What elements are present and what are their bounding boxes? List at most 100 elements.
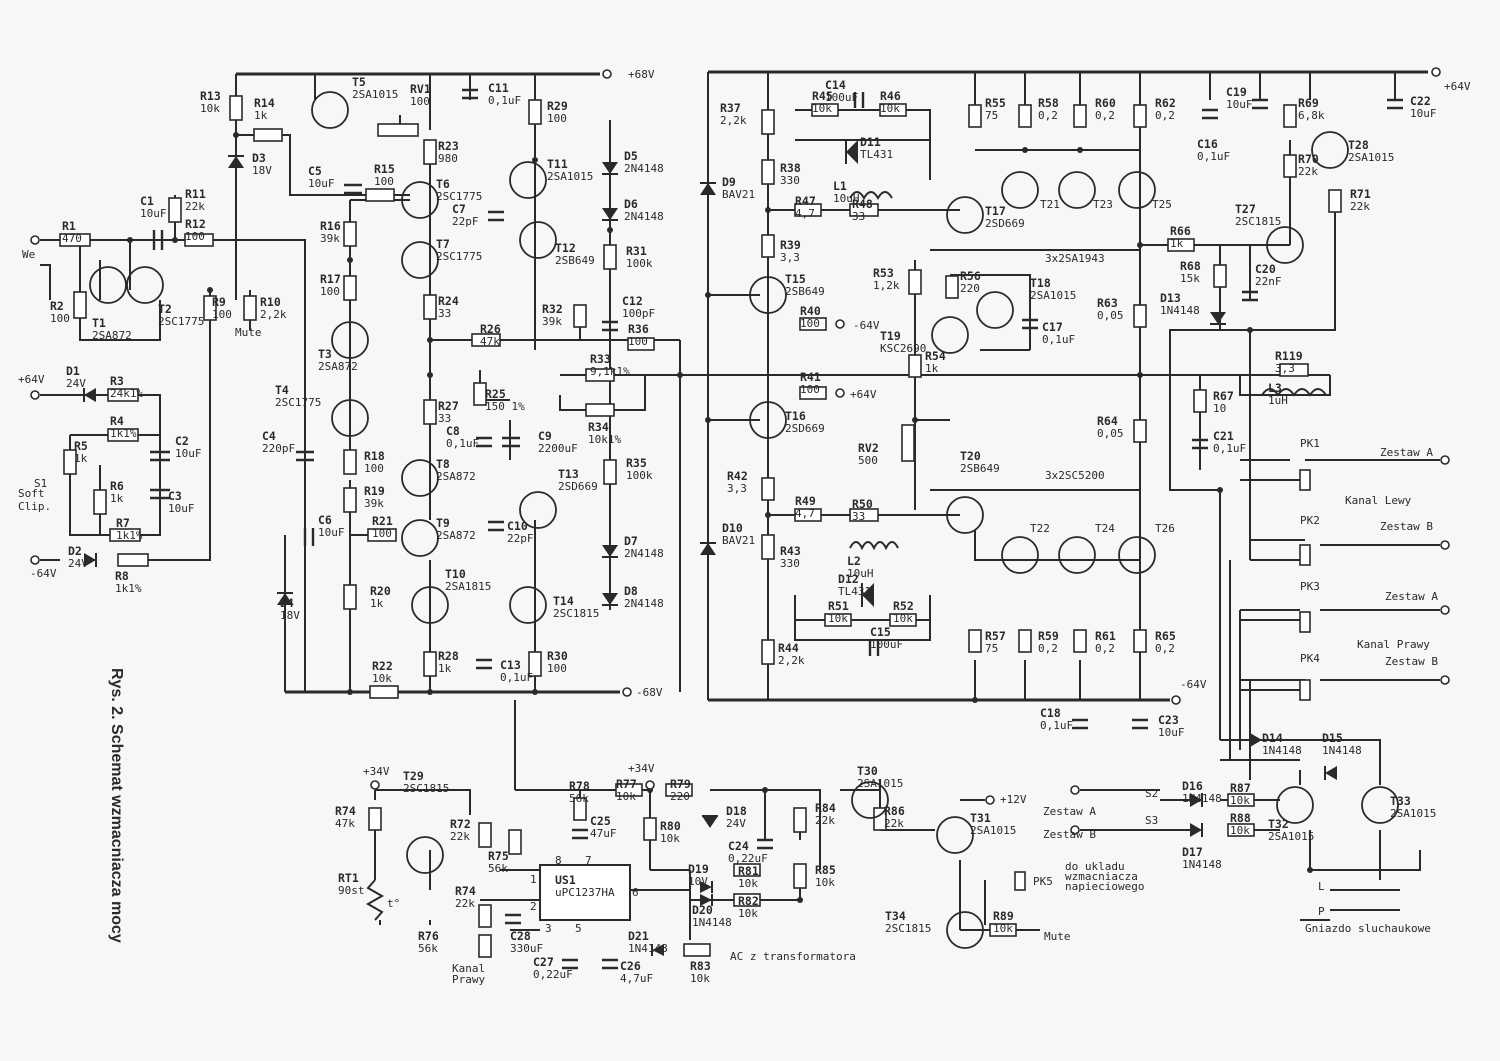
- parts-T23-label: T23: [1093, 198, 1113, 211]
- designator-d10: D10: [722, 521, 743, 535]
- designator-d4: D4: [280, 596, 294, 610]
- potentiometer-RV1: [377, 123, 419, 137]
- designator-c25: C25: [590, 814, 611, 828]
- designator-c27: C27: [533, 955, 554, 969]
- capacitor-C22: [1387, 98, 1403, 110]
- io-do-ukladu3-label: napieciowego: [1065, 880, 1144, 893]
- resistor-R48: [849, 203, 879, 217]
- transistor-T23: [1058, 171, 1096, 209]
- designator-l1: L1: [833, 179, 847, 193]
- rails-pos68-label: +68V: [628, 68, 655, 81]
- value-r35: 100k: [626, 469, 653, 482]
- transistor-T26: [1118, 536, 1156, 574]
- inductor-L2: [849, 541, 899, 551]
- resistor-R64: [1133, 419, 1147, 443]
- resistor-R75: [508, 829, 522, 855]
- value-t6: 2SC1775: [436, 190, 482, 203]
- value-t1: 2SA872: [92, 329, 132, 342]
- designator-d15: D15: [1322, 731, 1343, 745]
- designator-c26: C26: [620, 959, 641, 973]
- value-t28: 2SA1015: [1348, 151, 1394, 164]
- resistor-R74: [478, 904, 492, 928]
- diode-D3: [228, 156, 244, 168]
- capacitor-C24: [757, 838, 773, 850]
- designator-r119: R119: [1275, 349, 1303, 363]
- value-r79: 220: [670, 790, 690, 803]
- parts-pin3-label: 3: [545, 922, 552, 935]
- rails-t15-neg64-label: -64V: [853, 319, 880, 332]
- transistor-T30: [851, 781, 889, 819]
- value-r28: 1k: [438, 662, 452, 675]
- rails-pos34b-label: +34V: [628, 762, 655, 775]
- value-c23: 10uF: [1158, 726, 1185, 739]
- resistor-R82: [733, 893, 761, 907]
- resistor-R59: [1018, 629, 1032, 653]
- resistor-R52: [889, 613, 917, 627]
- designator-r40: R40: [800, 304, 821, 318]
- designator-d18: D18: [726, 804, 747, 818]
- designator-c13: C13: [500, 658, 521, 672]
- designator-r46: R46: [880, 89, 901, 103]
- designator-d16: D16: [1182, 779, 1203, 793]
- relay-contacts: [1014, 469, 1311, 891]
- value-r49: 4,7: [795, 507, 815, 520]
- designator-c22: C22: [1410, 94, 1431, 108]
- designator-r69: R69: [1298, 96, 1319, 110]
- value-r21: 100: [372, 527, 392, 540]
- designator-r53: R53: [873, 266, 894, 280]
- resistor-R62: [1133, 104, 1147, 128]
- value-r38: 330: [780, 174, 800, 187]
- value-r5: 1k: [74, 452, 88, 465]
- value-r15: 100: [374, 175, 394, 188]
- value-r23: 980: [438, 152, 458, 165]
- designator-t19: T19: [880, 329, 901, 343]
- diode-D4: [277, 593, 293, 605]
- value-r69: 6,8k: [1298, 109, 1325, 122]
- designator-t15: T15: [785, 272, 806, 286]
- resistor-R84: [793, 807, 807, 833]
- designator-d13: D13: [1160, 291, 1181, 305]
- designator-r83: R83: [690, 959, 711, 973]
- value-d4: 18V: [280, 609, 300, 622]
- rails-t16-pos64-label: +64V: [850, 388, 877, 401]
- value-r17: 100: [320, 285, 340, 298]
- designator-r11: R11: [185, 187, 206, 201]
- transistor-T12: [519, 221, 557, 259]
- designator-r74b: R74: [335, 804, 356, 818]
- designator-c20: C20: [1255, 262, 1276, 276]
- diode-D13: [1210, 312, 1226, 324]
- value-r39: 3,3: [780, 251, 800, 264]
- parts-PK3-label: PK3: [1300, 580, 1320, 593]
- rails-neg64-label: -64V: [1180, 678, 1207, 691]
- value-r36: 100: [628, 335, 648, 348]
- diode-D10: [700, 543, 716, 555]
- value-r47: 4,7: [795, 207, 815, 220]
- value-r53: 1,2k: [873, 279, 900, 292]
- diode-D11: [846, 140, 858, 164]
- resistor-R10: [243, 295, 257, 321]
- value-t4: 2SC1775: [275, 396, 321, 409]
- transistors: [89, 91, 1399, 949]
- capacitor-C4: [296, 450, 314, 462]
- designator-d12: D12: [838, 572, 859, 586]
- value-c20: 22nF: [1255, 275, 1282, 288]
- designator-t11: T11: [547, 157, 568, 171]
- capacitor-C2: [150, 450, 170, 462]
- diode-D18: [702, 816, 718, 828]
- designator-r88: R88: [1230, 811, 1251, 825]
- resistor-R85: [793, 863, 807, 889]
- transistor-T27: [1266, 226, 1304, 264]
- value-c6: 10uF: [318, 526, 345, 539]
- value-r14: 1k: [254, 109, 268, 122]
- designator-r66: R66: [1170, 224, 1191, 238]
- value-r52: 10k: [893, 612, 913, 625]
- designator-r41: R41: [800, 370, 821, 384]
- resistor-R19: [343, 487, 357, 513]
- value-t19: KSC2690: [880, 342, 926, 355]
- parts-T25-label: T25: [1152, 198, 1172, 211]
- capacitor-C9: [502, 436, 520, 448]
- diode-D12: [862, 583, 874, 607]
- transistor-T21: [1001, 171, 1039, 209]
- resistor-R74b: [368, 807, 382, 831]
- designator-c10: C10: [507, 519, 528, 533]
